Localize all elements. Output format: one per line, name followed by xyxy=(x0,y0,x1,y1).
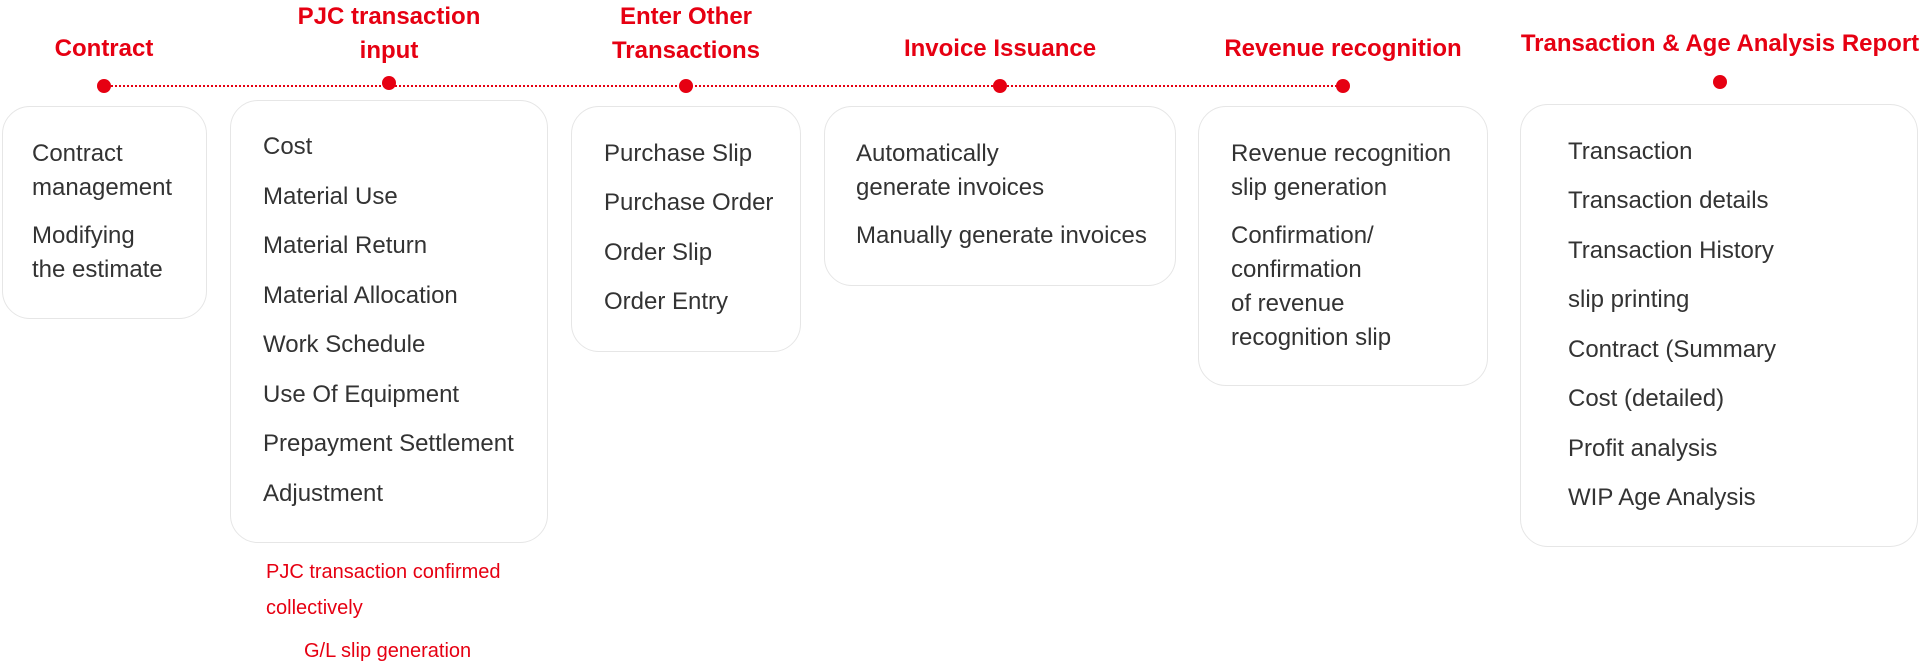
stage-title-line: Enter Other xyxy=(619,3,753,30)
card-item: Profit analysis xyxy=(1568,435,1718,462)
stage-title-line: Revenue recognition xyxy=(1224,35,1462,62)
stage-invoice-dot xyxy=(993,79,1007,93)
stage-pjc-title: PJC transaction input xyxy=(298,0,481,68)
card-item: Order Slip xyxy=(604,239,713,266)
card-item: Purchase Order xyxy=(604,189,774,216)
card-item: Purchase Slip xyxy=(604,140,753,167)
stage-report-title: Transaction & Age Analysis Report xyxy=(1521,27,1919,61)
card-item: Transaction History xyxy=(1568,237,1774,264)
card-item: Confirmation/ confirmation of revenue re… xyxy=(1231,222,1392,351)
card-item: Use Of Equipment xyxy=(263,381,460,408)
stage-contract-card xyxy=(2,106,207,319)
card-item: Cost xyxy=(263,133,313,160)
stage-pjc-card xyxy=(230,100,548,543)
card-item: Transaction xyxy=(1568,138,1693,165)
card-item: Contract management xyxy=(32,140,173,201)
stage-invoice-title: Invoice Issuance xyxy=(904,32,1096,66)
stage-title-line: PJC transaction xyxy=(297,3,481,30)
stage-contract-title: Contract xyxy=(55,32,154,66)
stage-title-line: Invoice Issuance xyxy=(903,35,1097,62)
stage-contract-dot xyxy=(97,79,111,93)
stage-revenue-dot xyxy=(1336,79,1350,93)
stage-report-dot xyxy=(1713,75,1727,89)
stage-invoice-card xyxy=(824,106,1176,286)
card-item: Transaction details xyxy=(1568,187,1769,214)
pjc-confirmed-note: PJC transaction confirmed collectively xyxy=(266,561,501,619)
stage-title-line: Transaction & Age Analysis Report xyxy=(1520,30,1920,57)
stage-pjc-dot xyxy=(382,76,396,90)
card-item: Material Use xyxy=(263,183,398,210)
card-item: Work Schedule xyxy=(263,331,426,358)
card-item: Manually generate invoices xyxy=(856,222,1147,249)
card-item: Order Entry xyxy=(604,288,729,315)
card-item: WIP Age Analysis xyxy=(1568,484,1756,511)
card-item: Adjustment xyxy=(263,480,384,507)
card-item: Automatically generate invoices xyxy=(856,140,1045,201)
stage-other-title: Enter Other Transactions xyxy=(612,0,760,68)
stage-other-dot xyxy=(679,79,693,93)
card-item: Revenue recognition slip generation xyxy=(1231,140,1452,201)
card-item: Material Return xyxy=(263,232,428,259)
timeline-line xyxy=(104,85,1344,87)
stage-title-line: input xyxy=(359,37,419,64)
stage-other-card xyxy=(571,106,801,352)
stage-revenue-card xyxy=(1198,106,1488,386)
stage-report-card xyxy=(1520,104,1918,547)
stage-revenue-title: Revenue recognition xyxy=(1224,32,1461,66)
card-item: Contract (Summary xyxy=(1568,336,1777,363)
card-item: Cost (detailed) xyxy=(1568,385,1725,412)
card-item: Material Allocation xyxy=(263,282,458,309)
card-item: Prepayment Settlement xyxy=(263,430,514,457)
gl-slip-note: G/L slip generation xyxy=(304,640,472,662)
card-item: Modifying the estimate xyxy=(32,222,163,283)
stage-title-line: Transactions xyxy=(611,37,761,64)
stage-title-line: Contract xyxy=(54,35,154,62)
card-item: slip printing xyxy=(1568,286,1690,313)
